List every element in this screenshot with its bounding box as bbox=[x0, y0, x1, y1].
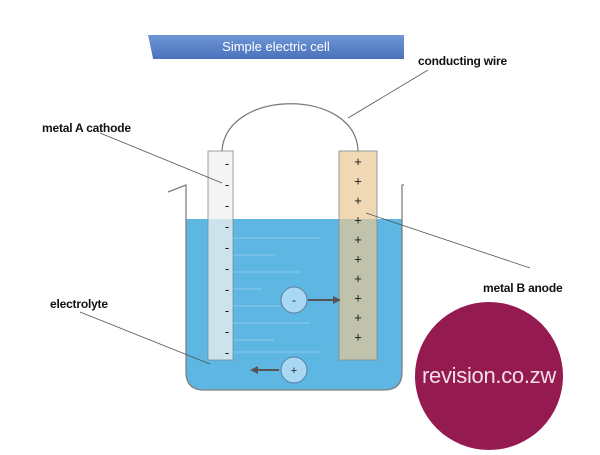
anode-sign: + bbox=[354, 232, 362, 247]
anode-sign: + bbox=[354, 271, 362, 286]
metal-b-electrode bbox=[338, 150, 378, 361]
metal-a-electrode bbox=[207, 150, 234, 361]
anode-sign: + bbox=[354, 174, 362, 189]
anode-sign: + bbox=[354, 213, 362, 228]
negative-ion-sign: - bbox=[292, 293, 296, 307]
label-electrolyte: electrolyte bbox=[50, 297, 108, 311]
leader-electrolyte bbox=[79, 311, 211, 365]
positive-ion bbox=[280, 356, 308, 384]
cathode-sign: - bbox=[225, 345, 229, 360]
anode-sign: + bbox=[354, 330, 362, 345]
leader-metal-a bbox=[99, 132, 223, 184]
cathode-sign: - bbox=[225, 219, 229, 234]
positive-ion-sign: + bbox=[291, 365, 297, 377]
cathode-sign: - bbox=[225, 261, 229, 276]
anode-sign: + bbox=[354, 291, 362, 306]
cathode-sign: - bbox=[225, 156, 229, 171]
label-metal-b-anode: metal B anode bbox=[483, 281, 563, 295]
electrolyte-streaks bbox=[232, 237, 322, 353]
anode-sign: + bbox=[354, 154, 362, 169]
cathode-sign: - bbox=[225, 177, 229, 192]
anode-sign-group: + + + + + + + + + + bbox=[354, 154, 362, 345]
arrow-left-head bbox=[250, 366, 258, 374]
cathode-sign: - bbox=[225, 198, 229, 213]
cathode-sign: - bbox=[225, 282, 229, 297]
beaker-icon bbox=[167, 184, 404, 391]
label-conducting-wire: conducting wire bbox=[418, 54, 508, 68]
arrow-right-head bbox=[333, 296, 341, 304]
wire-arc bbox=[221, 103, 359, 152]
cathode-sign: - bbox=[225, 324, 229, 339]
revision-logo: revision.co.zw bbox=[415, 302, 563, 450]
negative-ion bbox=[280, 286, 308, 314]
leader-conducting-wire bbox=[347, 69, 429, 119]
leader-metal-b bbox=[365, 212, 531, 269]
anode-sign: + bbox=[354, 310, 362, 325]
logo-text: revision.co.zw bbox=[422, 363, 556, 388]
label-metal-a-cathode: metal A cathode bbox=[42, 121, 131, 135]
cathode-sign-group: - - - - - - - - - - bbox=[225, 156, 229, 360]
cathode-sign: - bbox=[225, 240, 229, 255]
anode-sign: + bbox=[354, 252, 362, 267]
anode-sign: + bbox=[354, 193, 362, 208]
diagram-title: Simple electric cell bbox=[148, 35, 404, 59]
cathode-sign: - bbox=[225, 303, 229, 318]
